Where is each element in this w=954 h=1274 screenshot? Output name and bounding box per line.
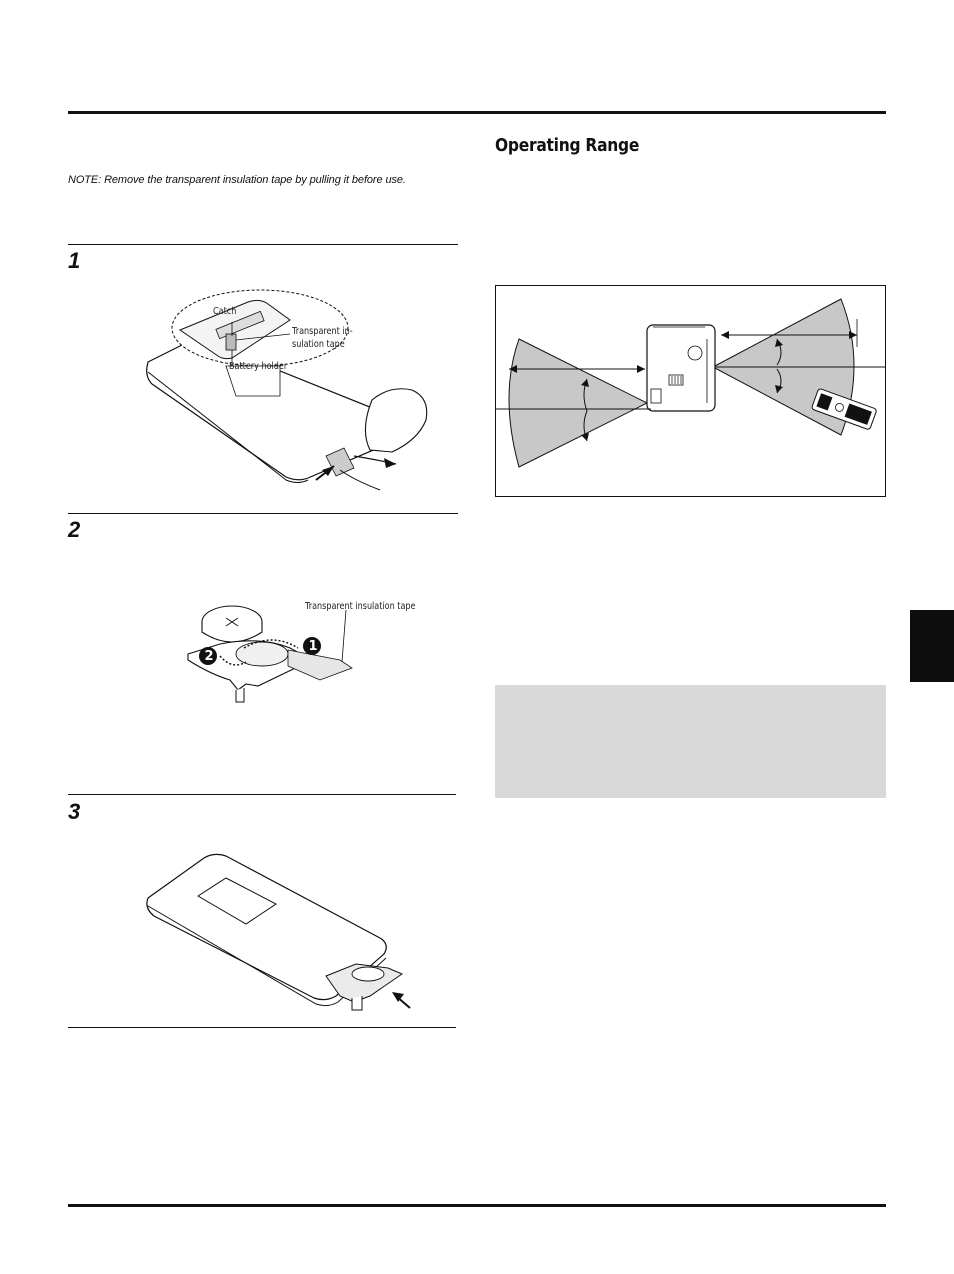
operating-range-heading: Operating Range	[495, 135, 640, 156]
battery-insertion-figure	[187, 605, 353, 703]
operating-range-diagram	[495, 298, 886, 468]
chapter-tab	[910, 610, 954, 682]
step-2-number: 2	[68, 517, 81, 542]
operating-range-figure-frame	[495, 285, 886, 497]
bottom-rule	[68, 1204, 886, 1207]
remote-tape-removal-figure	[146, 289, 428, 491]
battery-holder-label: Battery holder	[229, 361, 288, 372]
catch-label: Catch	[213, 306, 237, 317]
step-1-divider	[68, 244, 458, 245]
tape-label-line2: sulation tape	[292, 339, 345, 350]
insulation-note: NOTE: Remove the transparent insulation …	[68, 174, 406, 186]
marker-1: 1	[308, 639, 318, 654]
tape-label-line1: Transparent in-	[292, 326, 353, 337]
step-3-bottom-divider	[68, 1027, 456, 1028]
step-1-number: 1	[68, 248, 81, 273]
holder-reinsertion-figure	[146, 853, 411, 1011]
tape-label-2: Transparent insulation tape	[305, 601, 416, 612]
caution-box	[495, 685, 886, 798]
step-3-divider	[68, 794, 456, 795]
marker-2: 2	[204, 649, 214, 664]
top-rule	[68, 111, 886, 114]
step-3-number: 3	[68, 799, 81, 824]
step-2-divider	[68, 513, 458, 514]
